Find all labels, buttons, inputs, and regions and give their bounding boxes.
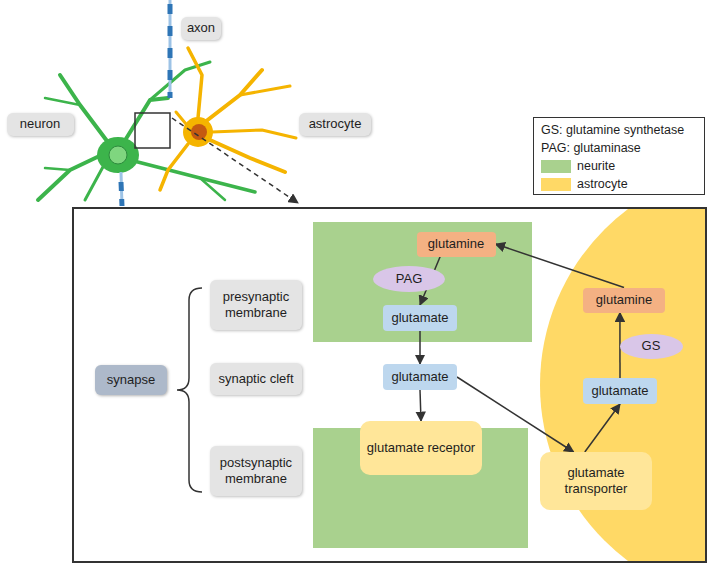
postsynaptic-neurite	[313, 428, 528, 548]
astrocyte-region	[540, 209, 705, 561]
astrocyte-process	[205, 70, 262, 122]
node-text: glutamate	[391, 369, 448, 385]
node-text: glutamate	[391, 310, 448, 326]
astrocyte-process	[210, 140, 285, 172]
figure-label: neuron	[7, 113, 74, 136]
node-text: synaptic cleft	[218, 371, 293, 387]
molecule-box: glutamate	[383, 305, 457, 331]
node-text: GS	[642, 338, 661, 354]
molecule-box: glutamate	[583, 378, 657, 404]
legend-box: GS: glutamine synthetasePAG: glutaminase…	[533, 117, 705, 195]
axon-line	[121, 172, 122, 206]
legend-swatch	[541, 160, 571, 173]
node-text: neuron	[20, 116, 60, 132]
enzyme-ellipse: PAG	[373, 266, 445, 292]
neuron-body	[97, 137, 139, 173]
receptor-box: glutamate receptor	[360, 421, 482, 475]
astrocyte-process	[160, 144, 188, 190]
brace	[177, 288, 202, 492]
node-text: glutamate receptor	[367, 440, 475, 456]
molecule-box: glutamate	[383, 364, 457, 390]
node-text: axon	[187, 20, 215, 36]
dendrite	[124, 98, 168, 142]
molecule-box: glutamine	[583, 288, 665, 313]
legend-note: PAG: glutaminase	[541, 141, 641, 155]
neuron-nucleus	[109, 146, 127, 164]
myelin-segments	[121, 182, 122, 206]
presynaptic-neurite	[313, 222, 532, 342]
node-text: glutamine	[428, 236, 484, 252]
node-text: synapse	[107, 372, 155, 388]
figure-label: astrocyte	[299, 113, 371, 136]
flow-arrow	[585, 404, 620, 452]
flow-arrow	[420, 390, 421, 421]
zoom-arrow	[172, 118, 298, 203]
flow-arrow	[419, 331, 421, 364]
node-text: glutamine	[596, 292, 652, 308]
legend-note: GS: glutamine synthetase	[541, 123, 684, 137]
dendrite	[130, 160, 255, 192]
astrocyte-process	[188, 48, 202, 118]
part-box: postsynaptic membrane	[210, 446, 302, 496]
dendrite	[45, 168, 70, 170]
astrocyte-process	[240, 86, 290, 95]
astrocyte-figure	[160, 48, 296, 190]
legend-row: neurite	[541, 159, 615, 173]
node-text: astrocyte	[309, 116, 362, 132]
node-text: presynaptic membrane	[215, 289, 297, 320]
axon-line	[169, 0, 172, 98]
node-text: postsynaptic membrane	[215, 455, 297, 486]
node-text: glutamate transporter	[545, 465, 647, 496]
molecule-box: glutamine	[417, 232, 496, 257]
figure-label: axon	[181, 17, 221, 40]
dendrite	[200, 178, 225, 200]
astrocyte-process	[212, 130, 296, 138]
node-text: PAG	[396, 271, 423, 287]
legend-text: astrocyte	[577, 177, 628, 191]
node-text: glutamate	[591, 383, 648, 399]
dendrite	[45, 98, 80, 105]
part-box: presynaptic membrane	[210, 280, 302, 330]
transporter-box: glutamate transporter	[540, 452, 652, 510]
part-box: synaptic cleft	[210, 363, 302, 395]
flow-arrow	[496, 244, 625, 288]
zoom-square	[135, 113, 170, 148]
legend-text: neurite	[577, 159, 615, 173]
astrocyte-nucleus	[191, 124, 207, 140]
enzyme-ellipse: GS	[620, 334, 683, 359]
astrocyte-process	[176, 112, 186, 124]
ellipse-shape	[373, 266, 445, 292]
group-box: synapse	[95, 365, 167, 395]
dendrite	[85, 165, 104, 200]
legend-swatch	[541, 178, 571, 191]
astrocyte-body	[183, 117, 213, 147]
legend-row: astrocyte	[541, 177, 628, 191]
myelin-segments	[168, 4, 173, 98]
ellipse-shape	[620, 334, 683, 359]
